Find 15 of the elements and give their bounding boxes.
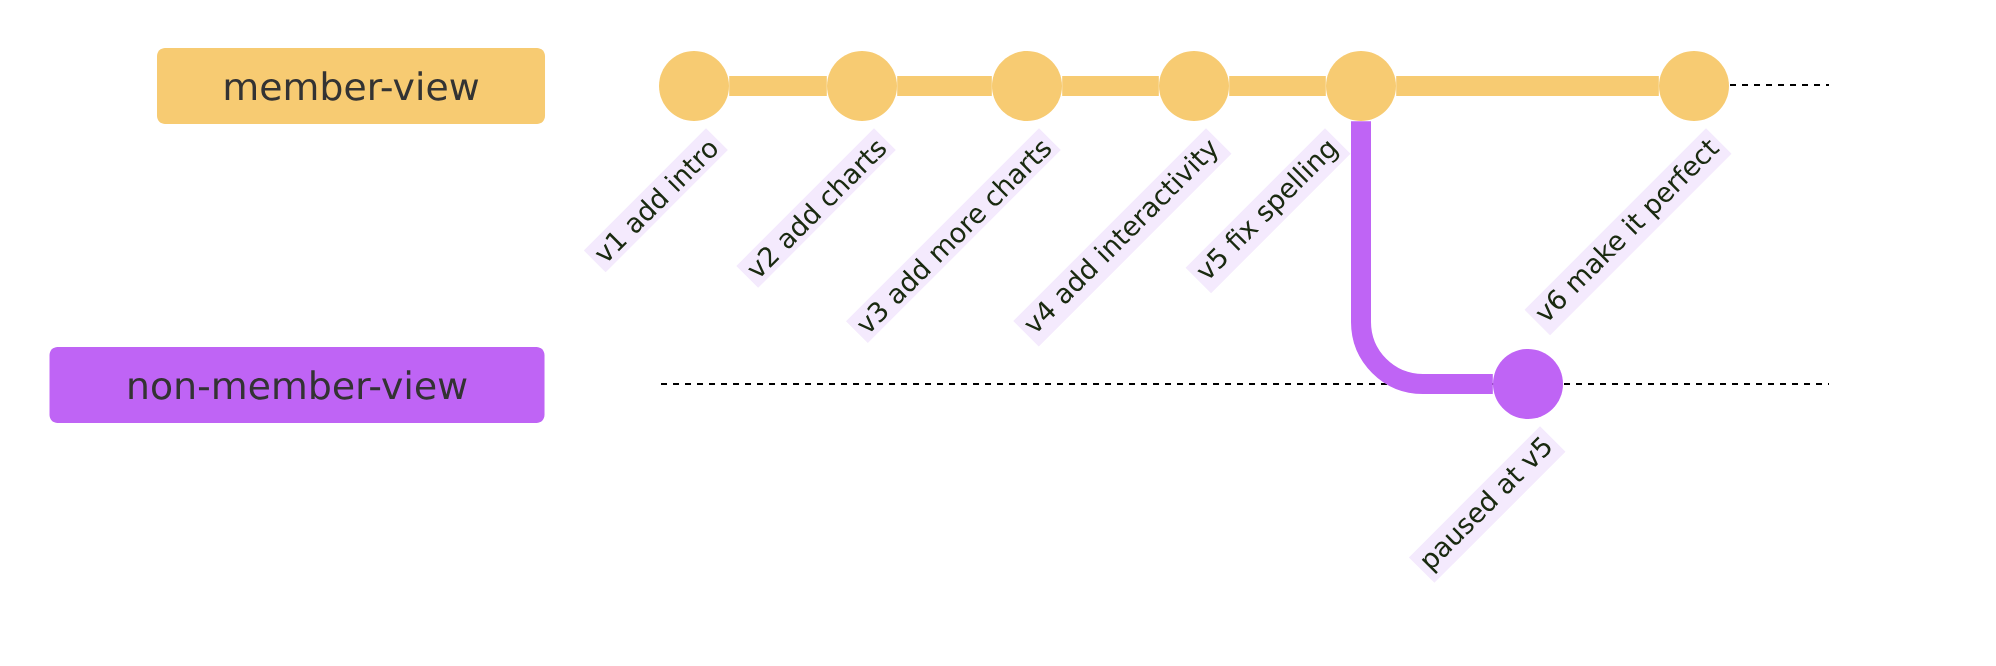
commit-dot	[659, 51, 729, 121]
commit-dot	[1159, 51, 1229, 121]
branch-label: member-view	[157, 48, 545, 124]
branch-line	[729, 76, 827, 96]
commit-dot	[827, 51, 897, 121]
commit-dot	[992, 51, 1062, 121]
branch-line	[897, 76, 992, 96]
branch-line	[1351, 121, 1493, 394]
branch-line	[1396, 76, 1659, 96]
branch-line	[1229, 76, 1326, 96]
commit-dot	[1326, 51, 1396, 121]
commit-dot	[1659, 51, 1729, 121]
commit-dot	[1493, 349, 1563, 419]
branch-line	[1062, 76, 1159, 96]
branch-label: non-member-view	[49, 347, 545, 423]
